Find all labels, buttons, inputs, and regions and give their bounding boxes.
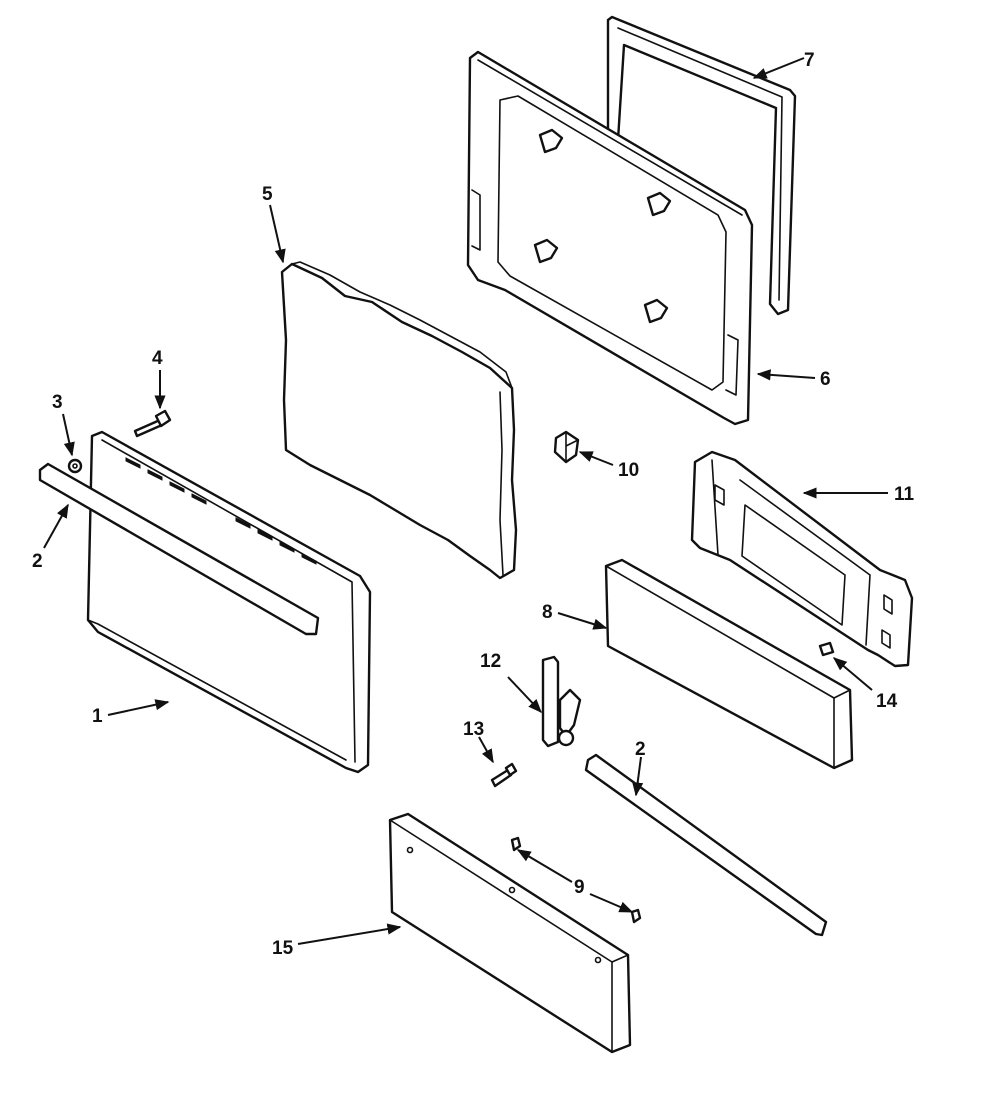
leader-8 [557, 612, 608, 630]
screw-9a [510, 836, 522, 852]
leader-7 [752, 57, 805, 79]
callout-8: 8 [542, 602, 553, 623]
part-10-block [553, 430, 580, 464]
leader-13 [478, 736, 494, 764]
screw-13 [490, 762, 518, 788]
callout-14: 14 [876, 691, 898, 712]
mounting-bracket [690, 450, 914, 668]
panel-clip-4 [643, 298, 669, 324]
kick-panel-15 [388, 812, 632, 1054]
leader-6 [756, 369, 816, 381]
inner-door-panel [466, 50, 754, 426]
door-vent-slots [125, 457, 317, 565]
trim-strip-upper [38, 462, 320, 636]
callout-9: 9 [574, 877, 585, 898]
leader-9b [589, 893, 634, 913]
callout-10: 10 [618, 460, 639, 481]
callout-labels: 1 2 2 3 4 5 6 7 8 9 10 11 12 13 14 15 [32, 50, 915, 959]
panel-clip-3 [533, 238, 559, 264]
panel-clip-1 [538, 128, 564, 154]
callout-6: 6 [820, 369, 831, 390]
leader-12 [507, 676, 542, 714]
leader-10 [578, 451, 614, 466]
leader-15 [297, 923, 402, 945]
screw-4 [133, 409, 172, 438]
callout-3: 3 [52, 392, 63, 413]
part-14-clip [818, 641, 835, 657]
callout-12: 12 [480, 651, 501, 672]
leader-2a [43, 503, 69, 549]
callout-7: 7 [804, 50, 815, 71]
insulation-pad [280, 261, 518, 580]
control-panel-8 [604, 558, 854, 770]
nut-3 [67, 458, 83, 474]
callout-5: 5 [262, 184, 273, 205]
outer-door [86, 430, 372, 774]
leader-3 [62, 413, 75, 457]
callout-13: 13 [463, 719, 484, 740]
leader-5 [269, 204, 286, 264]
trim-strip-lower [584, 753, 828, 937]
callout-11: 11 [894, 484, 915, 505]
callout-2b: 2 [635, 739, 646, 760]
hinge-12 [541, 655, 582, 748]
callout-1: 1 [92, 706, 103, 727]
leader-lines [43, 57, 888, 945]
screw-9b [630, 908, 642, 924]
leader-1 [107, 699, 170, 716]
panel-clip-2 [646, 191, 672, 217]
leader-9a [516, 849, 573, 883]
leader-14 [832, 657, 873, 691]
callout-4: 4 [152, 348, 163, 369]
callout-15: 15 [272, 938, 294, 959]
callout-2a: 2 [32, 551, 43, 572]
leader-2b [632, 756, 644, 797]
